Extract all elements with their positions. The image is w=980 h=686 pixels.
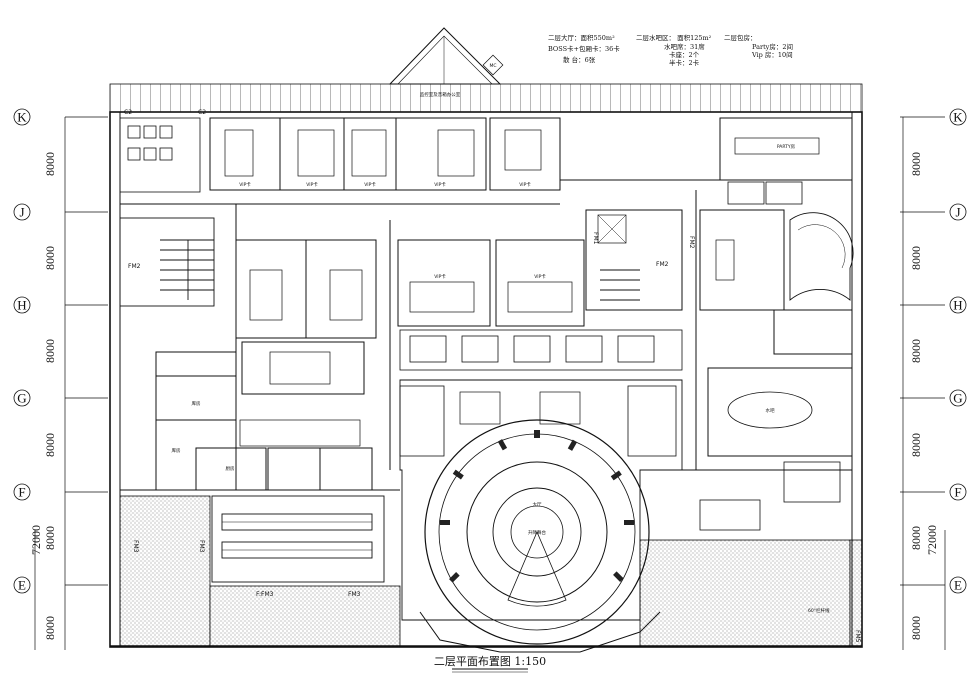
axis-h-left: H	[17, 298, 26, 313]
fm2-label-right: FM2	[688, 236, 695, 249]
bar-label: 水吧	[766, 407, 775, 414]
dim-right-2: 8000	[909, 246, 923, 270]
fm3-label-c: F:FM3	[256, 591, 274, 598]
dim-right-1: 8000	[909, 152, 923, 176]
dim-right-3: 8000	[909, 339, 923, 363]
vip-room-label-2: VIP卡	[306, 181, 318, 188]
summary-block: 二层大厅：面积550m² BOSS卡+包厢卡：36卡 散 台：6张 二层水吧区：…	[548, 33, 793, 67]
interior-walls	[120, 179, 852, 491]
summary-bar-area: 二层水吧区： 面积125m²	[636, 33, 712, 42]
fm2-label-left: FM2	[128, 263, 141, 270]
outer-walls	[109, 111, 863, 648]
dim-right-total: 72000	[925, 525, 939, 555]
hall-booth-marks	[440, 430, 634, 583]
dim-left-4: 8000	[43, 433, 57, 457]
left-grid-axis: K J H G F E 8000 8000 8000 8000 8000 800…	[13, 108, 108, 650]
axis-f-left: F	[18, 485, 25, 500]
right-grid-axis: K J H G F E 8000 8000 8000 8000 8000 800…	[900, 108, 967, 650]
vip-room-label-7: VIP卡	[534, 273, 546, 280]
party-room	[719, 117, 853, 205]
fm3-label-b: FM3	[198, 540, 205, 553]
top-vip-labels: VIP卡 VIP卡 VIP卡 VIP卡 VIP卡	[239, 181, 531, 188]
drawing-title: 二层平面布置图 1:150	[434, 655, 546, 668]
fm2-label-core: FM2	[656, 261, 669, 268]
summary-hall-cards: BOSS卡+包厢卡：36卡	[548, 44, 620, 53]
dim-right-4: 8000	[909, 433, 923, 457]
summary-rooms-title: 二层包房：	[724, 33, 757, 42]
dim-left-6: 8000	[43, 616, 57, 640]
vip-room-label-1: VIP卡	[239, 181, 251, 188]
top-balcony: MC 监控室及音箱办公室	[109, 27, 863, 113]
axis-g-left: G	[17, 391, 26, 406]
dim-left-total: 72000	[29, 525, 43, 555]
vip-room-label-5: VIP卡	[519, 181, 531, 188]
summary-vip-rooms: Vip 房：10间	[751, 50, 793, 59]
booth-strip	[399, 329, 683, 371]
hatched-regions	[119, 495, 863, 647]
summary-hall-tables: 散 台：6张	[563, 55, 596, 64]
axis-e-left: E	[18, 578, 26, 593]
dim-left-2: 8000	[43, 246, 57, 270]
hall-label: 大厅	[533, 501, 542, 508]
dim-left-5: 8000	[43, 526, 57, 550]
vip-room-label-4: VIP卡	[434, 181, 446, 188]
washroom-block	[119, 117, 201, 193]
middle-vip-rooms	[235, 239, 585, 395]
vip-room-label-3: VIP卡	[364, 181, 376, 188]
axis-g-right: G	[953, 391, 962, 406]
bar-area	[699, 209, 854, 531]
store-room-label-1: 库房	[192, 400, 201, 407]
summary-party-rooms: Party房：2间	[752, 42, 793, 51]
c2-label-right: C2	[198, 109, 206, 116]
party-room-label: PARTY房	[777, 143, 796, 150]
summary-bar-booths: 卡座：2个	[669, 50, 700, 59]
c2-label-left: C2	[124, 109, 132, 116]
stage-label: 升降舞台	[528, 529, 546, 536]
left-stair-block	[119, 217, 215, 307]
central-core	[585, 209, 683, 311]
dim-left-3: 8000	[43, 339, 57, 363]
dim-right-6: 8000	[909, 616, 923, 640]
fm5-label: FM5	[854, 630, 861, 643]
fm1-label-left: FM1	[592, 232, 599, 245]
fm3-label-a: FM3	[132, 540, 139, 553]
summary-bar-seats: 水吧席：31席	[664, 42, 705, 51]
axis-k-right: K	[953, 110, 963, 125]
kitchen-label: 厨房	[226, 465, 235, 472]
top-vip-rooms	[209, 117, 561, 191]
railing-note: 60°栏杆线	[808, 607, 830, 614]
fm3-label-d: FM3	[348, 591, 361, 598]
axis-j-left: J	[19, 205, 24, 220]
drawing-title-block: 二层平面布置图 1:150	[434, 655, 546, 673]
axis-k-left: K	[17, 110, 27, 125]
monitor-room-label: 监控室及音箱办公室	[420, 91, 461, 98]
central-hall	[399, 379, 683, 653]
dim-left-1: 8000	[43, 152, 57, 176]
summary-hall-area: 二层大厅：面积550m²	[548, 33, 615, 42]
mc-label: MC	[489, 63, 496, 69]
axis-j-right: J	[955, 205, 960, 220]
store-room-label-2: 库房	[172, 447, 181, 454]
escalator-block	[211, 495, 385, 583]
axis-h-right: H	[953, 298, 962, 313]
summary-bar-halfbooths: 半卡：2卡	[669, 58, 700, 67]
axis-e-right: E	[954, 578, 962, 593]
left-service-rooms	[155, 351, 373, 491]
dim-right-5: 8000	[909, 526, 923, 550]
axis-f-right: F	[954, 485, 961, 500]
vip-room-label-6: VIP卡	[434, 273, 446, 280]
